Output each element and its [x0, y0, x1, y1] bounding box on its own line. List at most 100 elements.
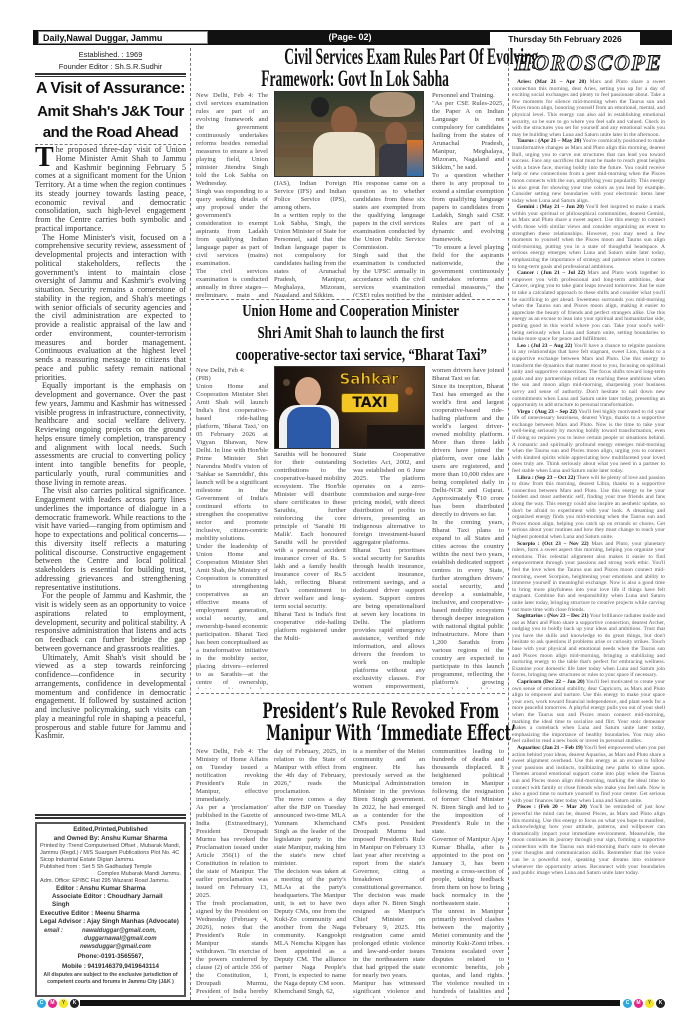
registration-mark-cyan: C: [623, 999, 632, 1008]
taxi-column-1: New Delhi, Feb 4: (PIB) Union Home and C…: [196, 367, 268, 689]
editorial-paragraph: The visit also carries political signifi…: [35, 486, 186, 592]
editorial-paragraph: he proposed three-day visit of Union Hom…: [35, 146, 186, 233]
horoscope-entry: Gemini : (May 21 – Jun 20) You'll feel i…: [512, 204, 665, 270]
sign-text: Mars and Pluto, your planetary rulers, f…: [512, 540, 665, 613]
taxi-column-2: Sarathis will be honoured for their outs…: [274, 451, 346, 642]
headline-text: Framework: Govt In Lok Sabha: [261, 66, 449, 91]
sign-text: There will be plenty of love and passion…: [512, 474, 665, 540]
horoscope-entry: Taurus : (Apr 21 – May 20) You're cosmic…: [512, 138, 665, 204]
bokeh-light: [385, 375, 391, 381]
sign-label: Leo : (Jul 23 – Aug 22): [517, 342, 573, 349]
bottom-bar: [80, 1000, 620, 1006]
sign-label: Capricorn (Dec 22 – Jan 20): [517, 679, 585, 686]
minister-head-shape: [295, 377, 321, 407]
sign-label: Libra : (Sep 23 – Oct 22): [517, 474, 576, 481]
horoscope-entry: Aries: (Mar 21 – Apr 20) Mars and Pluto …: [512, 79, 665, 138]
presidents-rule-column-2: day of February, 2025, in relation to th…: [274, 748, 346, 995]
taxi-column-3: State Cooperative Societies Act, 2002, a…: [353, 451, 425, 689]
taxi-roof-shape: [367, 425, 424, 448]
imprint-executive-editor: Executive Editor : Meenu Sharma: [40, 909, 140, 917]
sign-label: Aquarius: (Jan 21 – Feb 19): [517, 744, 583, 751]
headline-text: Shri Amit Shah to launch the first: [257, 323, 444, 342]
imprint-printed-by: Printed by :Trend Computerised Offset , …: [40, 843, 181, 863]
presidents-rule-headline-line1: President’s Rule Revoked From: [196, 700, 505, 721]
horoscope-entry: Libra : (Sep 23 – Oct 22) There will be …: [512, 475, 665, 541]
email-link[interactable]: duggarnawal@gmail.com: [84, 935, 157, 942]
person-shape: [370, 92, 415, 117]
column-divider: [190, 48, 191, 1000]
registration-mark-cyan: C: [37, 999, 46, 1008]
taxi-column-4: women drivers have joined Bharat Taxi so…: [432, 367, 504, 689]
headline-text: Manipur With ‘Immediate Effect’: [266, 720, 516, 745]
drop-cap: T: [35, 146, 54, 173]
sign-label: Pisces : (Feb 20 – Mar 20): [517, 804, 587, 811]
presidents-rule-column-3: is a member of the Meitei community and …: [353, 748, 425, 998]
imprint-associate-editor: Associate Editor : Choudhary Jarnail Sin…: [52, 892, 163, 909]
imprint-editor: Editor : Anshu Kumar Sharma: [56, 885, 146, 892]
taxi-headline-line3: cooperative-sector taxi service, “Bharat…: [196, 344, 505, 366]
registration-mark-black: K: [70, 999, 79, 1008]
registration-mark-magenta: M: [48, 999, 57, 1008]
founder-editor: Founder Editor : Sh.S.R.Sudhir: [58, 62, 163, 71]
bokeh-light: [405, 387, 413, 395]
civil-headline-line1: Civil Services Exam Rules Part Of Evolvi…: [196, 45, 538, 68]
article-divider: [196, 693, 505, 694]
sign-text: You'll feel empowered when you put actio…: [512, 744, 665, 804]
editorial-paragraph: For the people of Jammu and Kashmir, the…: [35, 591, 186, 653]
registration-mark-yellow: Y: [645, 999, 654, 1008]
presidents-rule-column-1: New Delhi, Feb 4: The Ministry of Home A…: [196, 748, 268, 998]
paper-name: Daily,Nawal Duggar, Jammu: [38, 31, 208, 44]
horoscope-title: HOROSCOPE: [514, 49, 663, 75]
imprint-mobile: Mobile : 9419146379,9419643114: [62, 962, 159, 970]
imprint-line: Edited,Printed,Published: [73, 826, 148, 833]
horoscope-entry: Aquarius: (Jan 21 – Feb 19) You'll feel …: [512, 745, 665, 804]
sign-label: Virgo : (Aug 23 – Sep 22): [517, 408, 577, 415]
person-head-shape: [385, 122, 407, 148]
imprint-phone: Phone:-0191-3565567,: [77, 952, 144, 960]
imprint-published-from-2: Complex Mubarak Mandi Jammu.: [97, 871, 181, 877]
civil-column-4: Personnel and Training. "As per CSE Rule…: [432, 92, 504, 297]
horoscope-entry: Scorpio : (Oct 23 – Nov 22) Mars and Plu…: [512, 541, 665, 614]
headline-text: Union Home and Cooperation Minister: [242, 301, 459, 320]
imprint-rule: [35, 814, 186, 819]
horoscope-list: Aries: (Mar 21 – Apr 20) Mars and Pluto …: [512, 79, 665, 989]
established-text: Established. : 1969: [78, 50, 143, 60]
established-year: Established. : 1969: [35, 50, 186, 60]
sign-text: Mars and Pluto share a sweet connection …: [512, 79, 665, 138]
imprint-box: Edited,Printed,Published and Owned By: A…: [35, 822, 186, 997]
taxi-headline-line1: Union Home and Cooperation Minister: [196, 300, 505, 322]
editorial-paragraph: Ultimately, Amit Shah's visit should be …: [35, 652, 186, 741]
sign-text: You're cosmically positioned to make tra…: [512, 138, 665, 204]
civil-photo-minister-lok-sabha: [274, 91, 424, 177]
horoscope-entry: Capricorn (Dec 22 – Jan 20) You'll feel …: [512, 679, 665, 745]
imprint-owner: and Owned By: Anshu Kumar Sharma: [53, 834, 168, 842]
email-link[interactable]: newsduggar@gmail.com: [80, 943, 151, 950]
sign-text: You'll feel highly motivated to rid your…: [512, 408, 665, 475]
sign-label: Gemini : (May 21 – Jun 20): [517, 204, 584, 211]
sign-text: You'll have a chance to reignite passion…: [512, 342, 665, 409]
editorial-paragraph: Equally important is the emphasis on dev…: [35, 381, 186, 487]
imprint-published-from: Published from : Set 5 Sh Gadhadarji Tem…: [40, 864, 152, 870]
headline-text: Civil Services Exam Rules Part Of Evolvi…: [284, 44, 539, 69]
email-link[interactable]: nawalduggar@gmail.com,: [82, 927, 157, 934]
civil-headline-line2: Framework: Govt In Lok Sabha: [196, 67, 505, 90]
column-divider: [508, 48, 509, 1000]
minister-head-shape: [331, 106, 357, 136]
bokeh-light: [283, 379, 290, 386]
horoscope-entry: Cancer : (Jun 21 – Jul 22) Mars and Plut…: [512, 270, 665, 343]
sign-label: Cancer : (Jun 21 – Jul 22): [517, 270, 585, 277]
horoscope-entry: Sagittarius : (Nov 23 – Dec 21) Your bri…: [512, 613, 665, 679]
sign-label: Scorpio : (Oct 23 – Nov 22): [517, 540, 589, 547]
civil-column-2: (IAS), Indian Foreign Service (IFS) and …: [274, 180, 346, 297]
minister-vest-shape: [287, 407, 331, 448]
imprint-adm-office: Adm. Office: EP/BC Flat 295 Wazarat Road…: [40, 878, 170, 884]
editorial-title-line1: Amit Shah's J&K Tour: [37, 103, 184, 120]
civil-column-1: New Delhi, Feb 4: The civil services exa…: [196, 92, 268, 297]
horoscope-entry: Pisces : (Feb 20 – Mar 20) You'll be rem…: [512, 804, 665, 877]
taxi-headline-line2: Shri Amit Shah to launch the first: [196, 322, 505, 344]
turban-shape: [407, 140, 423, 176]
sahkar-brand-text: Sahkar: [339, 370, 399, 388]
taxi-sign: TAXI: [341, 393, 399, 413]
taxi-photo: Sahkar TAXI: [274, 366, 425, 449]
imprint-disclaimer: All disputes are subject to the exclusiv…: [43, 971, 178, 986]
